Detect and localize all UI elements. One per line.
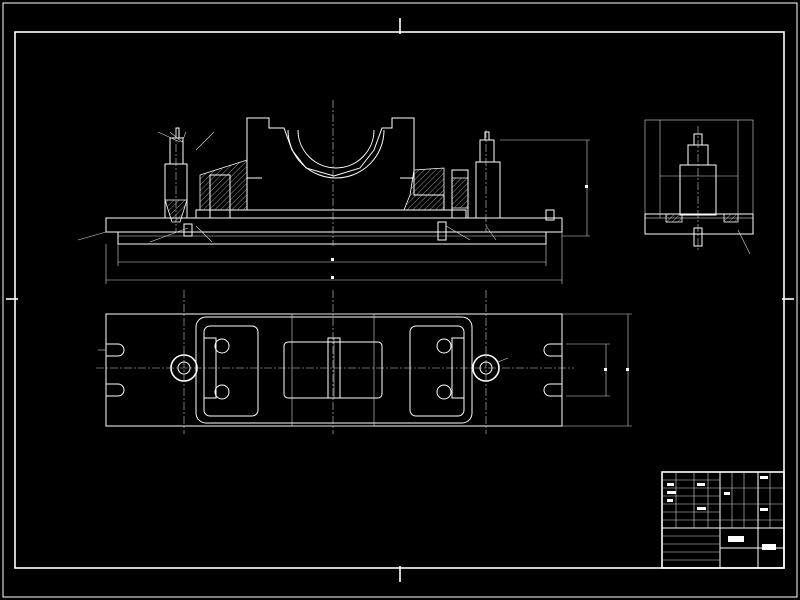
side-view xyxy=(644,119,754,255)
top-plan-view xyxy=(96,290,632,434)
front-section-view xyxy=(77,100,590,284)
title-block xyxy=(661,471,785,569)
